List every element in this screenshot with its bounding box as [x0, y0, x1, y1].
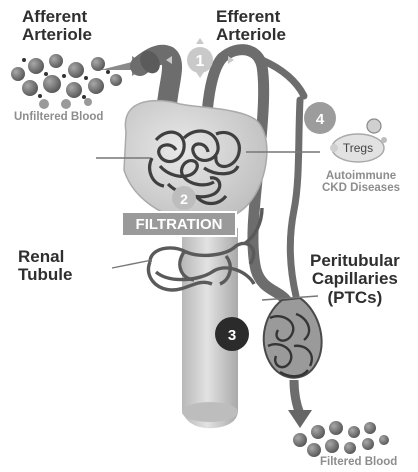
filtration-banner: FILTRATION — [122, 212, 236, 236]
ptc-network — [264, 298, 322, 428]
peritubular-capillaries-label: Peritubular Capillaries (PTCs) — [310, 252, 400, 307]
autoimmune-ckd-label: Autoimmune CKD Diseases — [322, 170, 400, 195]
step-2-badge: 2 — [172, 186, 196, 210]
unfiltered-blood-label: Unfiltered Blood — [14, 111, 103, 123]
tregs-label: Tregs — [343, 141, 373, 155]
step-3-number: 3 — [228, 327, 236, 344]
step-2-number: 2 — [180, 191, 188, 207]
treg-cell: Tregs — [330, 119, 387, 162]
renal-tubule-label: Renal Tubule — [18, 248, 72, 285]
step-1-number: 1 — [196, 53, 205, 70]
filtered-blood-label: Filtered Blood — [320, 456, 397, 468]
unfiltered-blood-cells — [11, 54, 122, 109]
filtered-blood-cells — [293, 421, 389, 457]
efferent-arteriole-label: Efferent Arteriole — [216, 8, 286, 45]
step-4-number: 4 — [316, 111, 325, 128]
filtration-label: FILTRATION — [136, 216, 223, 233]
step-4-badge: 4 — [304, 102, 336, 134]
step-3-badge: 3 — [215, 317, 249, 351]
afferent-arteriole-label: Afferent Arteriole — [22, 8, 92, 45]
